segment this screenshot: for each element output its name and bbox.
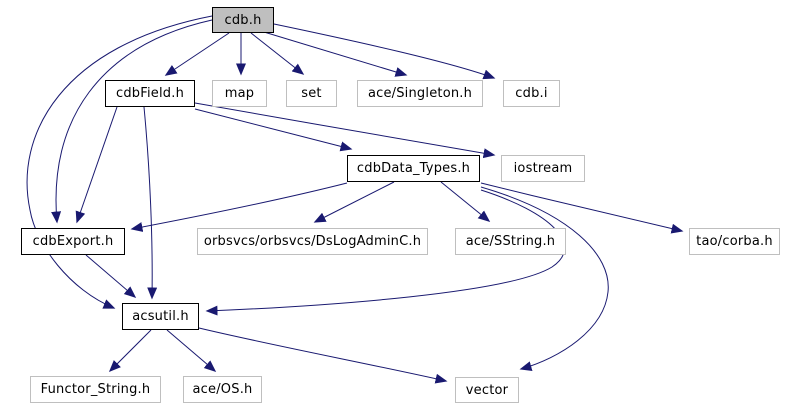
node-set: set (286, 80, 337, 107)
edge-cdb-h-to-ace-singleton-h (263, 31, 408, 77)
node-orbsvcs-dslogadminc-h: orbsvcs/orbsvcs/DsLogAdminC.h (197, 228, 428, 255)
node-acsutil-h[interactable]: acsutil.h (122, 303, 199, 330)
edge-cdb-h-to-cdbexport-h (51, 19, 213, 224)
edge-cdbfield-h-to-acsutil-h (143, 106, 158, 300)
edge-cdb-h-to-set (250, 32, 305, 75)
edge-cdb-h-to-cdb-i (273, 23, 496, 80)
node-cdbfield-h[interactable]: cdbField.h (105, 80, 195, 107)
edge-cdbdata-types-h-to-cdbexport-h (130, 182, 348, 232)
node-functor-string-h: Functor_String.h (30, 376, 161, 403)
node-cdbdata-types-h[interactable]: cdbData_Types.h (347, 155, 480, 182)
node-tao-corba-h: tao/corba.h (689, 228, 780, 255)
edge-cdb-h-to-acsutil-h (26, 15, 213, 309)
edge-acsutil-h-to-ace-os-h (166, 329, 217, 372)
node-ace-sstring-h: ace/SString.h (455, 228, 566, 255)
node-cdb-h: cdb.h (212, 7, 274, 33)
edge-cdbfield-h-to-cdbdata-types-h (194, 108, 353, 152)
edge-cdbdata-types-h-to-ace-sstring-h (440, 181, 491, 222)
node-ace-os-h: ace/OS.h (183, 376, 262, 403)
edge-cdbdata-types-h-to-tao-corba-h (480, 182, 684, 234)
edge-acsutil-h-to-vector (198, 327, 448, 384)
node-vector: vector (455, 377, 519, 403)
node-ace-singleton-h: ace/Singleton.h (357, 80, 483, 107)
node-cdbexport-h[interactable]: cdbExport.h (21, 228, 125, 255)
edge-cdb-h-to-cdbfield-h (164, 32, 230, 76)
edge-acsutil-h-to-functor-string-h (108, 329, 152, 373)
edge-cdbdata-types-h-to-dslogadminc-h (313, 181, 395, 223)
node-cdb-i: cdb.i (503, 80, 560, 107)
edge-cdbexport-h-to-acsutil-h (85, 254, 137, 298)
edge-cdbfield-h-to-cdbexport-h (75, 106, 118, 224)
edge-cdbdata-types-h-to-vector (480, 186, 609, 371)
edge-cdbfield-h-to-iostream (194, 102, 496, 159)
node-map: map (212, 80, 267, 107)
node-iostream: iostream (501, 155, 585, 182)
